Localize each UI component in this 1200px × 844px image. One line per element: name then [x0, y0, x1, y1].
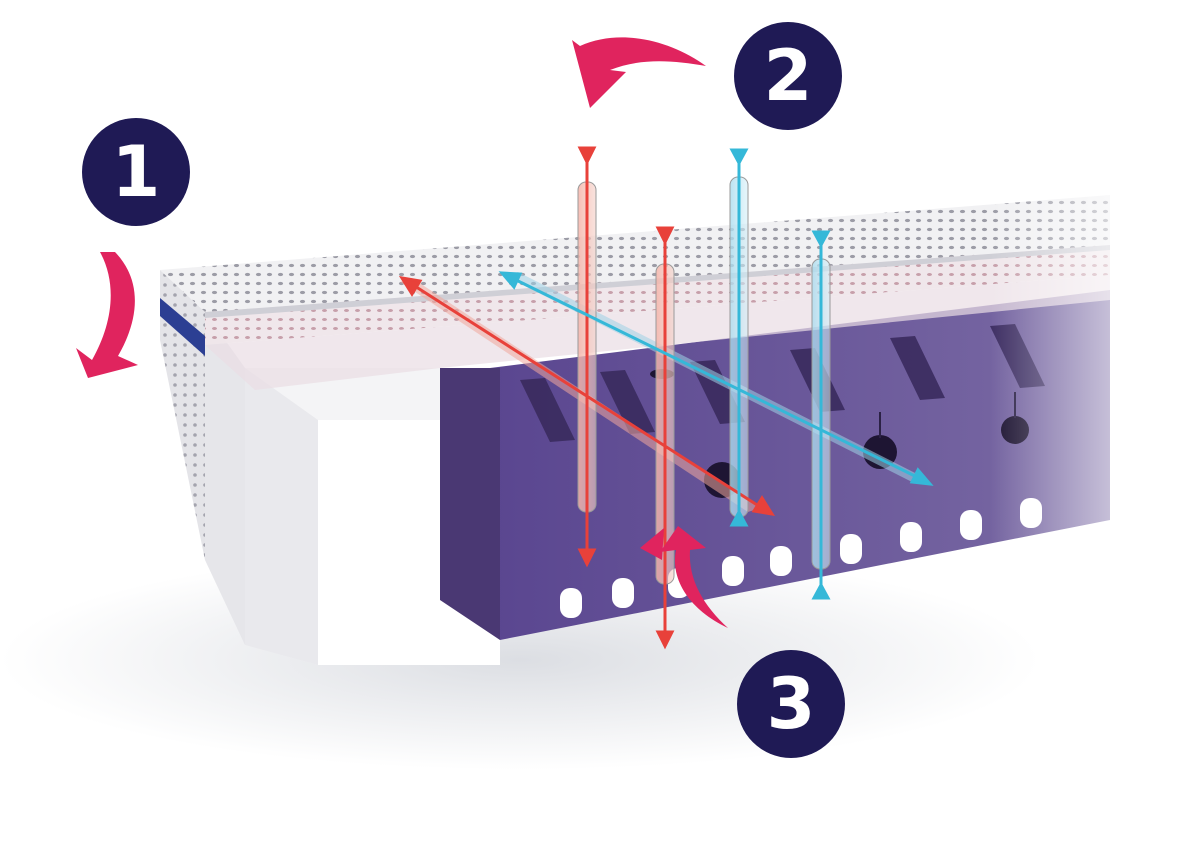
curved-arrow-icon [572, 37, 706, 108]
fade-overlay [990, 170, 1200, 590]
curved-arrows [76, 37, 728, 628]
curved-arrow-icon [76, 252, 138, 378]
step-badge-3: 3 [737, 650, 845, 758]
step-badge-1: 1 [82, 118, 190, 226]
step-badge-2: 2 [734, 22, 842, 130]
curved-arrow-icon [640, 526, 728, 628]
flow-arrows [398, 146, 934, 650]
